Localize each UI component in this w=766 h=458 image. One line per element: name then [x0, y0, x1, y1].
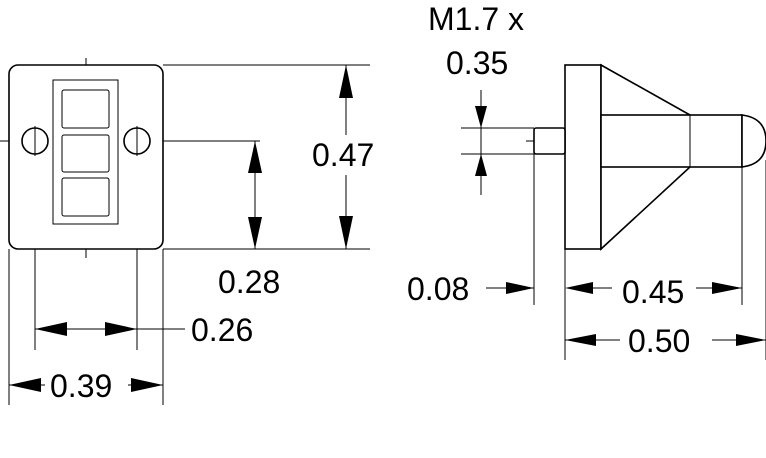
front-inner-frame	[52, 79, 119, 225]
dimension-overall-length: 0.50	[565, 160, 766, 360]
side-shaft	[600, 114, 743, 168]
body-to-tip-label: 0.45	[622, 274, 684, 310]
hole-spacing-vertical-label: 0.28	[218, 264, 280, 300]
overall-length-label: 0.50	[628, 323, 690, 359]
width-overall-label: 0.39	[50, 368, 112, 404]
thread-label-line2: 0.35	[446, 45, 508, 81]
front-window-top	[61, 89, 110, 129]
height-overall-label: 0.47	[312, 137, 374, 173]
thread-label-line1: M1.7 x	[428, 1, 524, 37]
dimension-pin-protrusion: 0.08	[407, 154, 612, 360]
side-threaded-pin	[533, 127, 566, 155]
side-rounded-tip	[741, 114, 766, 168]
front-body-outline	[8, 64, 164, 250]
dimension-hole-spacing-vertical: 0.28	[178, 140, 280, 300]
front-window-bottom	[61, 177, 110, 217]
dimension-body-to-tip: 0.45	[622, 167, 743, 310]
dimension-width-overall: 0.39	[8, 249, 164, 405]
front-window-middle	[61, 134, 110, 173]
front-view	[0, 58, 190, 258]
side-flange	[564, 64, 602, 250]
dimension-thread: M1.7 x 0.35	[428, 1, 534, 195]
dimension-height-overall: 0.47	[163, 64, 374, 250]
side-view	[526, 63, 766, 251]
pin-protrusion-label: 0.08	[407, 271, 469, 307]
hole-spacing-horizontal-label: 0.26	[191, 312, 253, 348]
dimension-hole-spacing-horizontal: 0.26	[34, 249, 253, 350]
